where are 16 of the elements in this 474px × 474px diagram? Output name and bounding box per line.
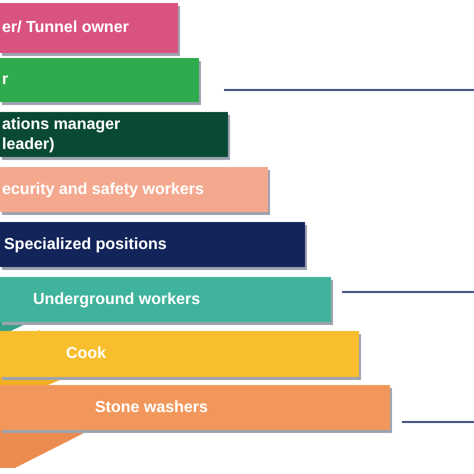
step-label: Underground workers — [33, 290, 200, 310]
step-label: Cook — [66, 344, 106, 364]
step-bar — [0, 3, 178, 53]
step-label: er/ Tunnel owner — [2, 18, 129, 38]
step-label: Stone washers — [95, 398, 208, 418]
step-bar — [0, 331, 359, 377]
step-label: r — [2, 70, 8, 90]
step-label: ations manager leader) — [2, 114, 122, 154]
step-label: Specialized positions — [4, 234, 167, 254]
step-label: ecurity and safety workers — [2, 180, 204, 200]
step-bar — [0, 58, 199, 102]
step-bar — [0, 112, 228, 157]
step-bar — [0, 222, 305, 267]
step-bar — [0, 385, 390, 430]
step-bar — [0, 277, 331, 322]
step-bar — [0, 167, 268, 212]
